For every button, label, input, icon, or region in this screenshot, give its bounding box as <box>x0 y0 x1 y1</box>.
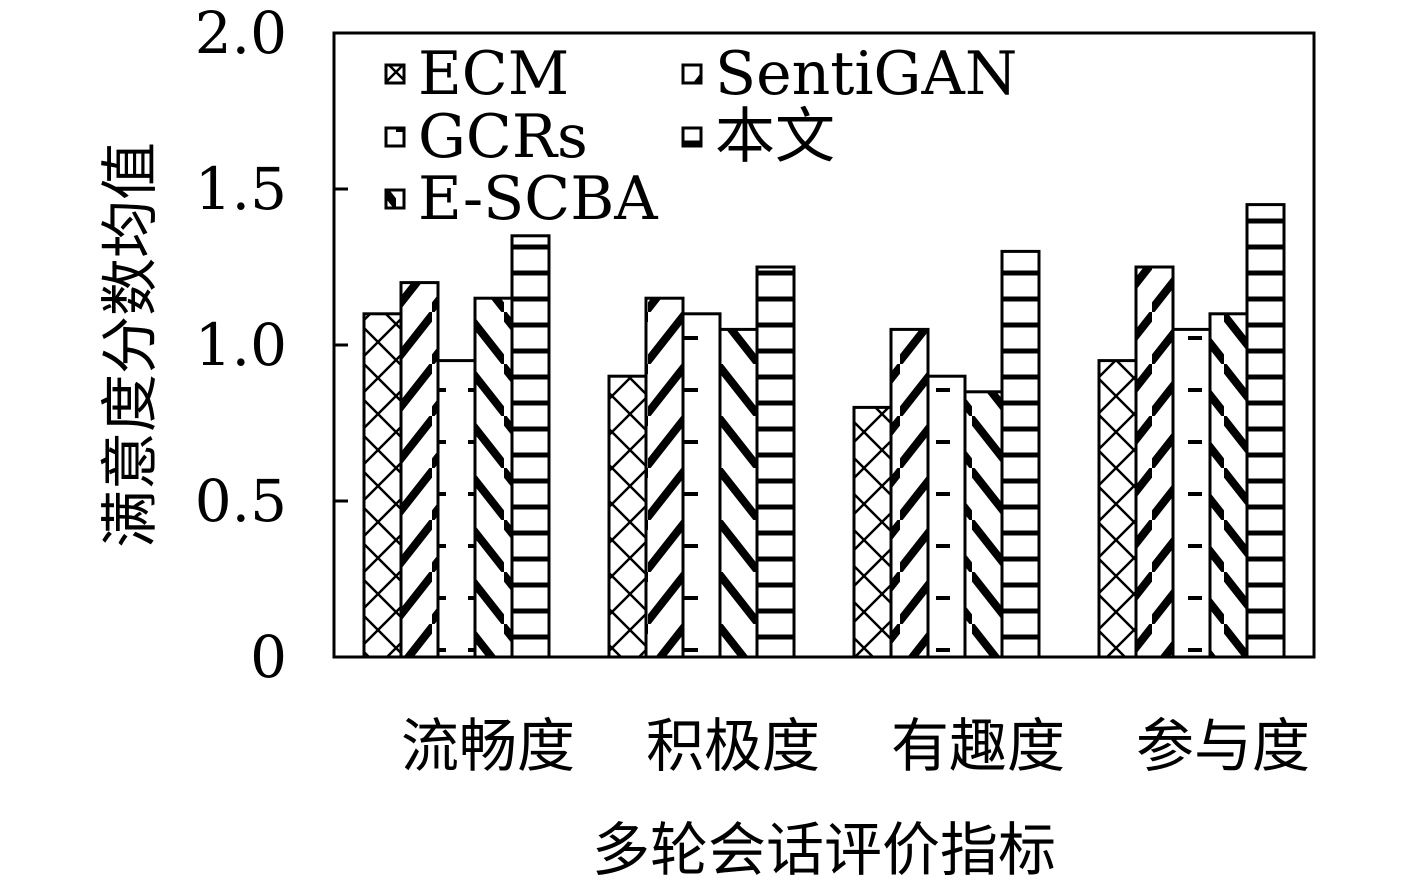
x-category-label-2: 积极度 <box>646 712 820 780</box>
y-axis-title: 满意度分数均值 <box>96 142 164 548</box>
legend-label-2: SentiGAN <box>715 39 1017 109</box>
bar-5-4 <box>1245 203 1286 659</box>
x-axis: 流畅度 积极度 有趣度 参与度 <box>401 712 1310 780</box>
x-axis-title: 多轮会话评价指标 <box>592 816 1056 884</box>
legend-swatch-5 <box>384 188 406 210</box>
bar-5-2 <box>755 265 796 659</box>
legend-label-4: 本文 <box>715 102 835 172</box>
bar-3-3 <box>926 374 967 659</box>
bar-3-4 <box>1171 327 1212 659</box>
bar-3-2 <box>681 312 722 659</box>
legend-swatch-2 <box>681 63 703 85</box>
y-tick-label-3: 1.5 <box>195 155 287 223</box>
bar-4-3 <box>963 390 1004 659</box>
y-tick-label-1: 0.5 <box>195 467 287 535</box>
bar-1-1 <box>362 312 403 659</box>
y-tick-label-4: 2.0 <box>195 0 287 67</box>
bars-group <box>362 203 1286 659</box>
bar-1-3 <box>852 405 893 659</box>
bar-2-1 <box>399 281 440 659</box>
bar-3-1 <box>436 359 477 659</box>
legend-label-3: GCRs <box>418 102 588 172</box>
bar-4-4 <box>1208 312 1249 659</box>
legend-label-1: ECM <box>418 39 569 109</box>
bar-5-3 <box>1000 249 1041 659</box>
legend-swatch-3 <box>384 126 406 148</box>
legend: ECM SentiGAN GCRs 本文 E-SCBA <box>384 39 1017 234</box>
x-category-label-1: 流畅度 <box>401 712 575 780</box>
x-category-label-3: 有趣度 <box>891 712 1065 780</box>
bar-2-3 <box>889 327 930 659</box>
legend-swatch-1 <box>384 63 406 85</box>
bar-1-4 <box>1097 359 1138 659</box>
bar-1-2 <box>607 374 648 659</box>
y-tick-label-0: 0 <box>250 623 287 691</box>
legend-label-5: E-SCBA <box>418 164 658 234</box>
bar-4-2 <box>718 327 759 659</box>
legend-swatch-4 <box>681 126 703 148</box>
y-axis: 0 0.5 1.0 1.5 2.0 <box>195 0 348 691</box>
bar-2-4 <box>1134 265 1175 659</box>
y-tick-label-2: 1.0 <box>195 311 287 379</box>
bar-5-1 <box>510 234 551 659</box>
bar-2-2 <box>644 296 685 659</box>
x-category-label-4: 参与度 <box>1136 712 1310 780</box>
bar-4-1 <box>473 296 514 659</box>
